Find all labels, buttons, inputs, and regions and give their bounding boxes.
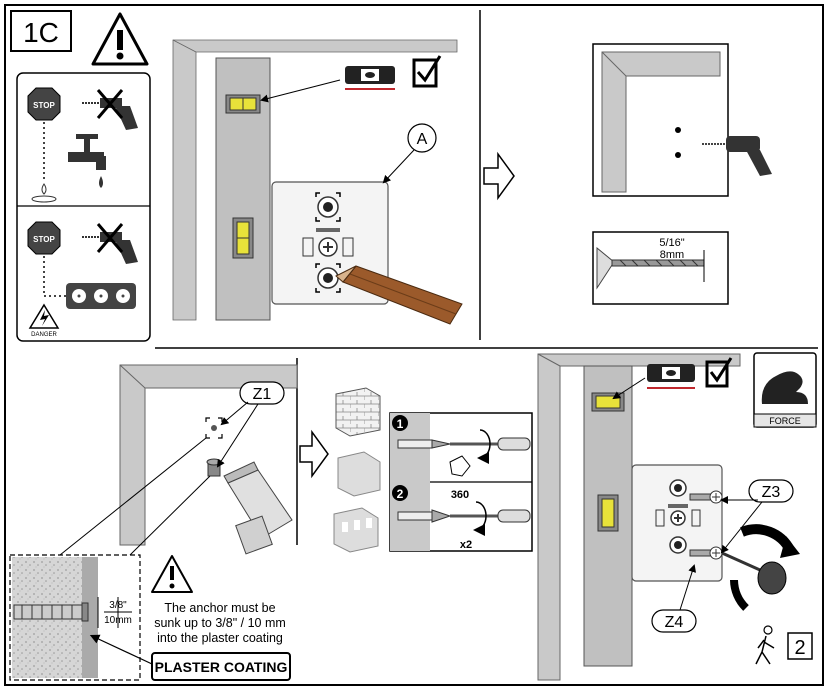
screw-steps-panel: 1 2 360 x2 — [389, 412, 533, 552]
drill-icon — [702, 136, 772, 176]
anchor-note-line2: sunk up to 3/8" / 10 mm — [154, 616, 286, 630]
leader-plaster-label — [89, 634, 153, 665]
leader-level — [260, 79, 341, 103]
callout-z4-label: Z4 — [665, 614, 684, 631]
anchor-in-wall — [13, 602, 89, 622]
wall-scene-fixing: Z3 Z4 — [537, 353, 800, 681]
callout-a: A — [382, 123, 437, 184]
high-voltage-icon — [28, 303, 60, 329]
water-tap-icon — [68, 134, 106, 188]
screwdriver-1 — [450, 429, 531, 464]
force-icon: FORCE — [753, 352, 817, 428]
screw-expanding — [397, 509, 452, 523]
level-vial-side-2 — [597, 494, 619, 532]
no-drill-icon — [82, 89, 138, 130]
callout-z1-label: Z1 — [253, 386, 272, 403]
screw-top — [689, 490, 723, 504]
plaster-coating-label-box: PLASTER COATING — [151, 652, 291, 681]
bubble-level-icon — [345, 66, 395, 90]
stop-label-2: STOP — [33, 235, 55, 244]
anchor-hole-marker — [205, 417, 223, 439]
bit-size-metric: 8mm — [660, 249, 684, 261]
danger-label: DANGER — [31, 332, 57, 338]
stop-sign-icon: STOP — [27, 87, 61, 121]
level-vial-top — [225, 94, 261, 114]
plaster-coating-label: PLASTER COATING — [155, 659, 288, 675]
leader-plaster-zoom-2 — [129, 475, 211, 556]
plaster-detail: 3/8" 10mm — [9, 437, 211, 681]
bit-size-imperial: 5/16" — [659, 237, 684, 249]
flow-arrow-right-bottom — [299, 429, 329, 479]
leader-level-2 — [612, 377, 646, 400]
next-page-number: 2 — [794, 637, 805, 659]
finger-icon — [449, 455, 471, 477]
step2-badge — [392, 485, 408, 501]
callout-z1: Z1 — [216, 381, 285, 468]
step-code: 1C — [23, 17, 59, 48]
step-badge: 1C — [10, 10, 72, 52]
callout-a-label: A — [417, 131, 428, 148]
drilling-panel — [592, 43, 772, 197]
screw-into-anchor — [397, 439, 451, 449]
no-drill-icon-2 — [82, 223, 138, 264]
anchor-depth-imperial: 3/8" — [109, 600, 127, 611]
step2-number: 2 — [397, 487, 404, 501]
checkmark-icon-2 — [705, 357, 733, 388]
step1-number: 1 — [397, 417, 404, 431]
anchor-warning-icon — [151, 555, 193, 593]
rotation-degrees: 360 — [451, 489, 469, 501]
walking-person-icon — [755, 625, 775, 665]
stop-label-1: STOP — [33, 101, 55, 110]
drill-bit-panel: 5/16" 8mm — [592, 231, 729, 305]
level-vial-top-2 — [591, 392, 625, 412]
screwdriver-power — [721, 524, 800, 611]
callout-z4: Z4 — [651, 564, 697, 633]
drill-hole-top — [675, 127, 681, 133]
checkmark-icon — [412, 55, 442, 88]
callout-z3: Z3 — [720, 479, 794, 554]
step1-badge — [392, 415, 408, 431]
wall-scene-anchor: Z1 — [119, 364, 298, 555]
anchor-note-line3: into the plaster coating — [157, 631, 283, 645]
force-label: FORCE — [769, 416, 801, 426]
hammer — [223, 461, 293, 555]
callout-z3-label: Z3 — [762, 484, 781, 501]
next-page-badge: 2 — [787, 632, 813, 660]
hollow-block-icon — [333, 507, 379, 553]
warning-triangle-icon — [91, 12, 149, 66]
warning-panel: STOP STOP — [16, 72, 151, 342]
solid-block-icon — [337, 451, 381, 497]
bubble-level-icon-2 — [647, 364, 695, 389]
rotation-times: x2 — [460, 539, 472, 551]
brick-wall-icon — [335, 387, 381, 437]
stop-sign-icon-2: STOP — [27, 221, 61, 255]
power-outlet-icon — [66, 283, 136, 309]
outer-border — [4, 4, 824, 686]
anchor-depth-metric: 10mm — [104, 615, 132, 626]
leader-plaster-zoom — [59, 437, 207, 556]
wall-anchor — [206, 458, 222, 477]
drill-hole-bottom — [675, 152, 681, 158]
electric-wire-dotted — [43, 256, 66, 297]
wall-scene-marking: A — [172, 39, 463, 325]
mounting-plate-2 — [631, 464, 723, 582]
anchor-note-line1: The anchor must be — [164, 601, 275, 615]
water-drop-icon — [31, 183, 57, 203]
pencil — [335, 265, 463, 325]
flow-arrow-right-top — [483, 151, 515, 201]
screwdriver-2 — [450, 501, 531, 536]
level-vial-side — [232, 217, 254, 259]
